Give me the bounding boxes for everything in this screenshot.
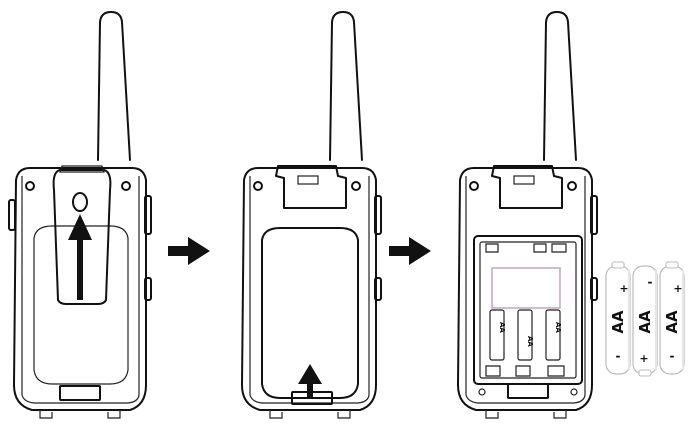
battery: - AA + [632, 265, 658, 377]
radio-step-3: AA AA AA [457, 11, 598, 419]
antenna-3 [543, 11, 577, 161]
battery: + AA - [659, 261, 685, 375]
radio-body-3 [457, 167, 593, 411]
arrow-right-icon [168, 237, 210, 265]
svg-text:AA: AA [609, 310, 627, 334]
antenna-2 [329, 11, 363, 161]
side-button-right-1 [144, 195, 152, 235]
svg-text:AA: AA [554, 322, 562, 333]
label-window [491, 267, 561, 309]
screw-hole [121, 181, 131, 191]
clip-release-button [72, 192, 88, 212]
svg-text:+: + [639, 352, 648, 365]
svg-text:AA: AA [663, 310, 681, 334]
radio-body-1 [13, 167, 147, 411]
side-button-left-1 [8, 199, 16, 231]
arrow-right-icon [389, 237, 431, 265]
svg-text:-: - [670, 349, 675, 363]
svg-text:+: + [673, 282, 682, 295]
compartment-slot: AA [545, 309, 562, 361]
radio-body-2 [241, 167, 377, 411]
belt-clip [52, 169, 112, 305]
aa-batteries: + AA - - AA + + AA - [605, 261, 685, 377]
svg-text:+: + [619, 282, 628, 295]
antenna-1 [97, 11, 131, 161]
svg-text:-: - [648, 275, 653, 289]
radio-step-2 [241, 11, 382, 419]
battery: + AA - [605, 261, 631, 375]
screw-hole [25, 181, 35, 191]
compartment-slot: AA [517, 309, 534, 361]
radio-step-1 [8, 11, 152, 419]
svg-text:-: - [616, 349, 621, 363]
arrow-up-icon [298, 364, 322, 398]
svg-text:AA: AA [636, 310, 654, 334]
svg-text:AA: AA [498, 322, 506, 333]
battery-cover [261, 227, 359, 399]
svg-text:AA: AA [526, 336, 534, 347]
compartment-slot: AA [489, 309, 506, 361]
clip-mount [275, 165, 347, 209]
arrow-up-icon [68, 214, 92, 300]
